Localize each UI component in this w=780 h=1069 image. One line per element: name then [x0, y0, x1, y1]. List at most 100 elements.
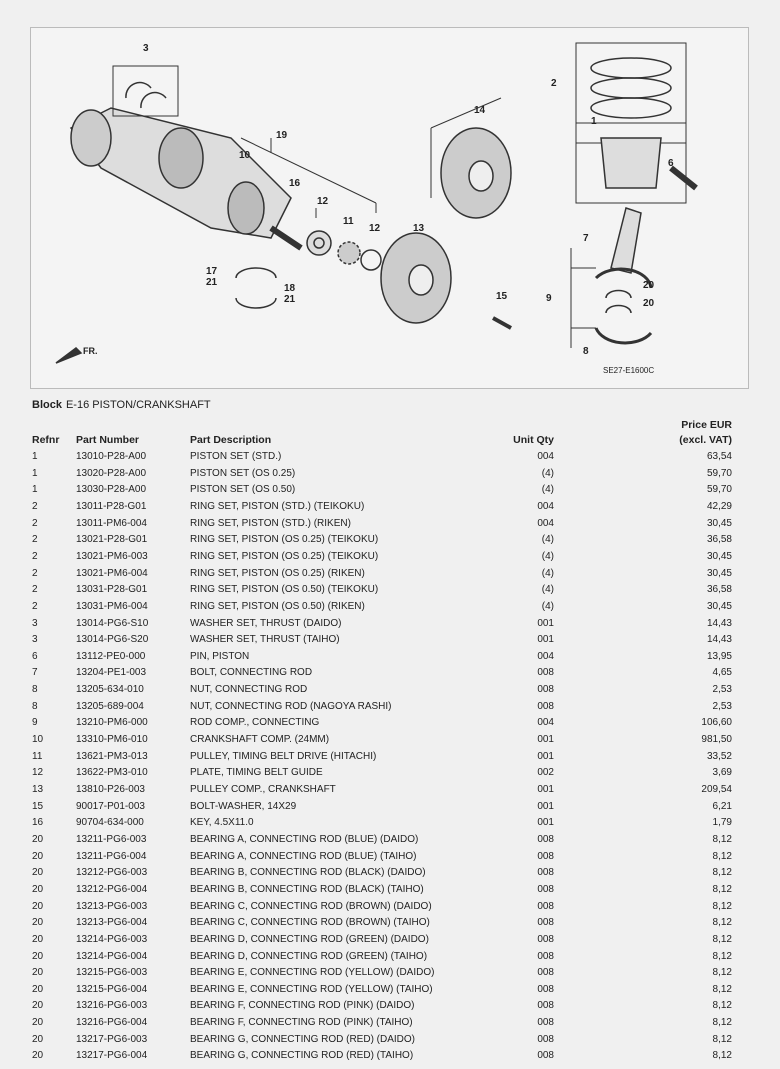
refnr-cell: 20 — [32, 833, 44, 845]
price-cell: 1,79 — [712, 817, 732, 829]
unit-qty-cell: 008 — [537, 900, 554, 912]
part-number-cell: 13212-PG6-004 — [76, 883, 148, 895]
description-cell: PISTON SET (OS 0.50) — [190, 484, 296, 496]
unit-qty-cell: 001 — [537, 634, 554, 646]
diagram-code: SE27-E1600C — [603, 366, 655, 375]
price-cell: 8,12 — [712, 1033, 732, 1045]
unit-qty-cell: 008 — [537, 1033, 554, 1045]
callout-label: 13 — [413, 223, 425, 234]
description-cell: BEARING B, CONNECTING ROD (BLACK) (DAIDO… — [190, 867, 426, 879]
header-price: Price EUR — [681, 419, 732, 431]
callout-label: 12 — [369, 223, 381, 234]
part-number-cell: 13211-PG6-003 — [76, 833, 147, 845]
description-cell: RING SET, PISTON (OS 0.25) (RIKEN) — [190, 567, 365, 579]
price-cell: 8,12 — [712, 1050, 732, 1062]
price-cell: 3,69 — [712, 767, 732, 779]
unit-qty-cell: 008 — [537, 1000, 554, 1012]
part-number-cell: 13213-PG6-003 — [76, 900, 148, 912]
refnr-cell: 20 — [32, 867, 44, 879]
part-number-cell: 13215-PG6-004 — [76, 983, 148, 995]
unit-qty-cell: 001 — [537, 784, 554, 795]
unit-qty-cell: 008 — [537, 883, 554, 895]
unit-qty-cell: 008 — [537, 917, 554, 929]
refnr-cell: 20 — [32, 917, 44, 929]
unit-qty-cell: 001 — [537, 617, 554, 629]
part-number-cell: 13621-PM3-013 — [76, 750, 148, 762]
callout-label: 2 — [551, 78, 557, 89]
table-row: 20 13211-PG6-003 BEARING A, CONNECTING ROD… — [0, 834, 780, 850]
refnr-cell: 20 — [32, 1033, 44, 1045]
description-cell: BEARING D, CONNECTING ROD (GREEN) (DAIDO… — [190, 933, 429, 945]
block-label: Block — [32, 399, 62, 411]
part-number-cell: 13014-PG6-S20 — [76, 634, 149, 646]
callout-label: 15 — [496, 291, 508, 302]
description-cell: RING SET, PISTON (OS 0.50) (RIKEN) — [190, 600, 365, 612]
unit-qty-cell: (4) — [541, 467, 554, 479]
price-cell: 30,45 — [706, 517, 732, 529]
part-number-cell: 13204-PE1-003 — [76, 667, 147, 679]
unit-qty-cell: (4) — [541, 550, 554, 562]
description-cell: BEARING C, CONNECTING ROD (BROWN) (TAIHO… — [190, 917, 430, 929]
callout-label: 20 — [643, 298, 655, 309]
description-cell: BOLT-WASHER, 14X29 — [190, 800, 297, 812]
price-cell: 8,12 — [712, 883, 732, 895]
callout-label: 16 — [289, 178, 301, 189]
description-cell: BEARING E, CONNECTING ROD (YELLOW) (DAID… — [190, 967, 435, 979]
description-cell: BEARING E, CONNECTING ROD (YELLOW) (TAIH… — [190, 983, 433, 995]
refnr-cell: 20 — [32, 1000, 44, 1012]
unit-qty-cell: (4) — [541, 600, 554, 612]
refnr-cell: 11 — [32, 750, 43, 762]
part-number-cell: 13021-PM6-003 — [76, 550, 148, 562]
description-cell: BOLT, CONNECTING ROD — [190, 667, 313, 679]
part-number-cell: 13021-PM6-004 — [76, 567, 148, 579]
part-number-cell: 13211-PG6-004 — [76, 850, 147, 862]
description-cell: BEARING F, CONNECTING ROD (PINK) (DAIDO) — [190, 1000, 415, 1012]
refnr-cell: 16 — [32, 817, 44, 829]
header-refnr: Refnr — [32, 434, 60, 446]
header-description: Part Description — [190, 434, 272, 446]
refnr-cell: 2 — [32, 567, 38, 579]
description-cell: BEARING A, CONNECTING ROD (BLUE) (DAIDO) — [190, 833, 419, 845]
refnr-cell: 10 — [32, 734, 44, 746]
refnr-cell: 20 — [32, 900, 44, 912]
price-cell: 8,12 — [712, 1017, 732, 1029]
refnr-cell: 3 — [32, 634, 38, 646]
part-number-cell: 13210-PM6-000 — [76, 717, 148, 729]
callout-label: 8 — [583, 346, 589, 357]
refnr-cell: 9 — [32, 717, 38, 729]
unit-qty-cell: 004 — [537, 500, 554, 512]
refnr-cell: 8 — [32, 700, 38, 712]
callout-label: 7 — [583, 233, 589, 244]
description-cell: RING SET, PISTON (OS 0.50) (TEIKOKU) — [190, 584, 379, 596]
unit-qty-cell: 008 — [537, 933, 554, 945]
price-cell: 33,52 — [706, 750, 732, 762]
unit-qty-cell: 008 — [537, 1017, 554, 1029]
unit-qty-cell: (4) — [541, 484, 554, 496]
callout-label: 3 — [143, 43, 149, 54]
refnr-cell: 20 — [32, 883, 44, 895]
unit-qty-cell: 001 — [537, 800, 554, 812]
part-number-cell: 13214-PG6-004 — [76, 950, 148, 962]
description-cell: BEARING C, CONNECTING ROD (BROWN) (DAIDO… — [190, 900, 432, 912]
block-name: E-16 PISTON/CRANKSHAFT — [65, 399, 211, 411]
unit-qty-cell: 008 — [537, 684, 554, 696]
unit-qty-cell: 008 — [537, 867, 554, 879]
refnr-cell: 2 — [32, 517, 38, 529]
price-cell: 30,45 — [706, 600, 732, 612]
refnr-cell: 1 — [32, 484, 38, 496]
unit-qty-cell: 008 — [537, 833, 554, 845]
